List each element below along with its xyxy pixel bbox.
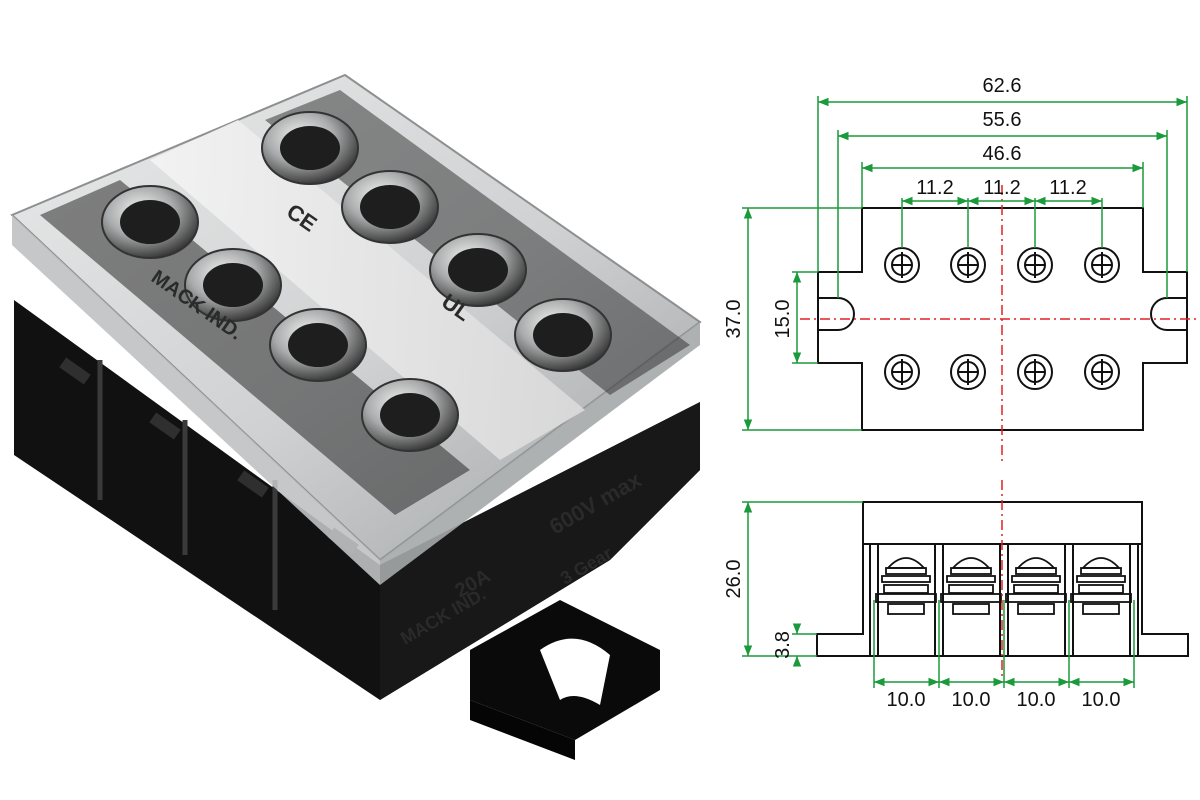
screw-holes <box>101 111 612 452</box>
screw-icon <box>884 247 920 283</box>
dim-cell-1: 10.0 <box>887 689 926 711</box>
top-view-drawing: 62.6 55.6 46.6 11.2 11.2 11.2 37.0 15.0 <box>723 75 1198 462</box>
screw-hole <box>101 185 199 259</box>
screw-stack <box>1005 557 1067 615</box>
dim-pitch-2: 11.2 <box>983 177 1020 199</box>
screw-hole <box>514 298 612 372</box>
screw-stack <box>875 557 937 615</box>
side-view-dimension-lines <box>742 501 1135 688</box>
dim-base-height: 3.8 <box>772 631 794 659</box>
marking-strip <box>150 120 585 460</box>
screw-stack <box>1070 557 1132 615</box>
screw-hole <box>429 233 527 307</box>
side-view-drawing: 26.0 3.8 10.0 10.0 10.0 10.0 <box>723 480 1189 711</box>
screw-hole <box>361 378 459 452</box>
mounting-slot-right <box>1150 297 1187 331</box>
screw-stack <box>940 557 1002 615</box>
dim-total-width: 62.6 <box>983 75 1022 97</box>
dim-cell-3: 10.0 <box>1017 689 1056 711</box>
screw-icon <box>950 354 986 390</box>
dim-cell-4: 10.0 <box>1082 689 1121 711</box>
dim-slot-width: 55.6 <box>983 109 1022 131</box>
dim-pitch-3: 11.2 <box>1049 177 1086 199</box>
screw-terminals <box>884 247 1120 390</box>
mounting-tab <box>470 600 660 760</box>
mounting-slot-left <box>818 297 855 331</box>
dim-pitch-1: 11.2 <box>916 177 953 199</box>
barrier-walls <box>97 360 278 610</box>
side-screw-stacks <box>875 557 1132 615</box>
screw-icon <box>884 354 920 390</box>
top-view-dimension-lines <box>742 96 1188 431</box>
dim-slot-height: 15.0 <box>772 300 794 339</box>
dim-body-height: 37.0 <box>723 300 745 339</box>
screw-hole <box>269 308 367 382</box>
dim-cell-2: 10.0 <box>952 689 991 711</box>
dim-side-height: 26.0 <box>723 560 745 599</box>
screw-icon <box>1084 247 1120 283</box>
screw-hole <box>261 111 359 185</box>
dim-body-width: 46.6 <box>983 143 1022 165</box>
terminal-block-photo: MACK IND. CE UL 600V max 20A MACK IND. 3… <box>10 73 702 760</box>
screw-hole <box>341 170 439 244</box>
screw-icon <box>1084 354 1120 390</box>
screw-icon <box>1017 354 1053 390</box>
screw-icon <box>950 247 986 283</box>
screw-hole <box>184 248 282 322</box>
screw-icon <box>1017 247 1053 283</box>
